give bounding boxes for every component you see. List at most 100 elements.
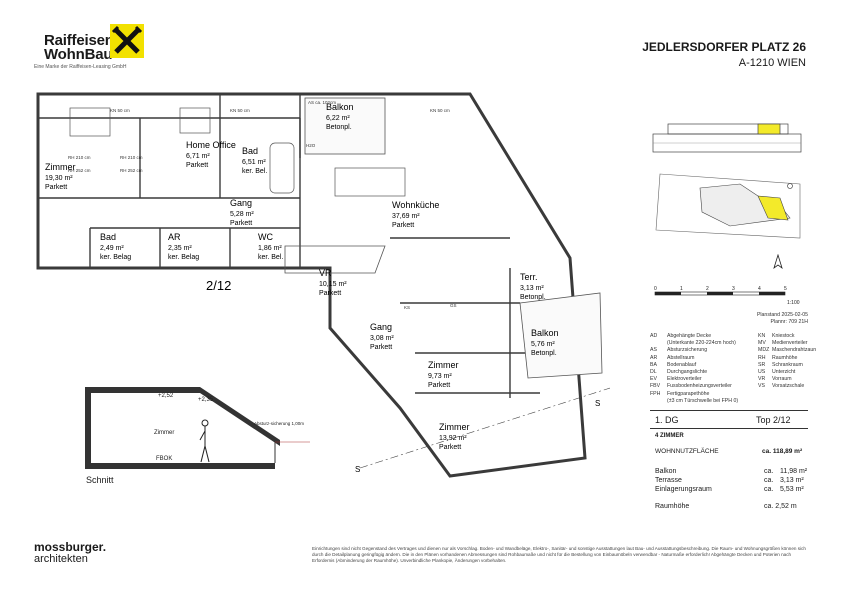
info-prefix: ca. [764, 477, 773, 484]
legend-row: (±3 cm Türschwelle bei FPH 0) [650, 398, 750, 405]
legend-row: RH Raumhöhe [758, 355, 818, 362]
height-value: ca. 2,52 m [764, 503, 797, 510]
section-fbok: FBOK [156, 456, 172, 462]
divider [650, 410, 808, 411]
label-kn: KN 50 cm [110, 108, 130, 113]
legend-abbr: VR [758, 376, 766, 383]
wnf-value: ca. 118,89 m² [762, 448, 803, 455]
scale-tick: 4 [758, 286, 761, 292]
legend-row: VR Vorraum [758, 376, 818, 383]
brand-name: Raiffeisen WohnBau [44, 33, 114, 62]
legend-desc: Raumhöhe [772, 354, 798, 361]
legend-abbr: KN [758, 333, 766, 339]
legend-desc: (Unterkante 220-224cm hoch) [667, 340, 736, 347]
info-prefix: ca. [764, 468, 773, 475]
info-prefix: ca. [764, 477, 774, 484]
label-gs: GS [450, 303, 457, 308]
floor-label: 1. DG [655, 415, 679, 425]
scale-bar: 0 1 2 3 4 5 1:100 [654, 286, 800, 306]
info-prefix: ca. [764, 486, 773, 493]
label-kn: KN 50 cm [230, 108, 250, 113]
legend-desc: Maschendrahtzaun [772, 347, 817, 354]
label-h2o: H2O [306, 143, 316, 148]
legend-abbr: EV [650, 376, 657, 383]
legend-abbr [650, 340, 667, 347]
legend-desc: Fertigparapethöhe [667, 390, 710, 397]
height-label: Raumhöhe [655, 503, 690, 510]
divider [650, 428, 808, 429]
section-note: Absturz-sicherung 1,00m [254, 421, 304, 426]
legend-abbr: VS [758, 383, 765, 390]
section-room: Zimmer [154, 430, 174, 436]
info-value: 5,53 m² [780, 486, 804, 493]
section-marker-s: S [355, 465, 360, 474]
info-prefix: ca. [764, 486, 774, 493]
architect-brand: mossburger. [34, 540, 107, 554]
north-arrow-icon [770, 253, 786, 275]
scale-ratio: 1:100 [787, 300, 800, 306]
info-prefix: ca. [764, 468, 774, 475]
section-title: Schnitt [86, 475, 114, 485]
label-rh: RH 210 cm [120, 155, 143, 160]
site-plan [655, 173, 801, 239]
raiffeisen-logo-icon [110, 24, 144, 58]
label-rh: RH 210 cm [68, 155, 91, 160]
label-ks: KS [404, 305, 410, 310]
label-kn: KN 50 cm [430, 108, 450, 113]
legend-abbr: DL [650, 369, 657, 376]
info-label: Balkon [655, 468, 677, 475]
legend-desc: Fussbodenheizungsverteiler [667, 383, 732, 390]
legend-desc: Medienverteiler [772, 340, 808, 347]
legend-desc: Abgehängte Decke [667, 333, 712, 339]
legend-desc: Durchgangslichte [667, 369, 708, 376]
architect-sub: architekten [34, 553, 88, 565]
scale-tick: 2 [706, 286, 709, 292]
person-icon [199, 419, 210, 463]
scale-tick: 0 [654, 286, 657, 292]
legend-abbr: SR [758, 361, 766, 368]
brand-subtitle: Eine Marke der Raiffeisen-Leasing GmbH [34, 64, 127, 70]
building-elevation [652, 123, 802, 153]
info-value: 5,53 m² [780, 486, 804, 493]
legend-desc: Vorsatzschale [772, 383, 805, 390]
legend-desc: Vorraum [772, 376, 792, 383]
legend-abbr: RH [758, 354, 766, 361]
section-height-2: +2,35 [198, 397, 214, 403]
legend-desc: Abstellraum [667, 354, 695, 361]
legend-row: (Unterkante 220-224cm hoch) [650, 340, 750, 347]
legend-abbr: US [758, 369, 766, 376]
label-rh: RH 252 cm [68, 168, 91, 173]
legend-desc: Elektroverteiler [667, 376, 702, 383]
wnf-label: WOHNNUTZFLÄCHE [655, 448, 719, 455]
legend-row: EV Elektroverteiler [650, 376, 750, 383]
legend-row: KN Kniestock [758, 333, 818, 340]
info-value: 3,13 m² [780, 477, 804, 484]
rooms-count: 4 ZIMMER [655, 433, 684, 439]
legend-abbr: AD [650, 333, 658, 339]
section-marker-s2: S [595, 399, 600, 408]
legend-desc: Kniestock [772, 333, 795, 339]
info-value: 3,13 m² [780, 477, 804, 484]
plannr: Plannr: 709 21H [770, 319, 809, 326]
info-row-balkon: Balkon [655, 468, 676, 475]
legend-row: AD Abgehängte Decke [650, 333, 750, 340]
